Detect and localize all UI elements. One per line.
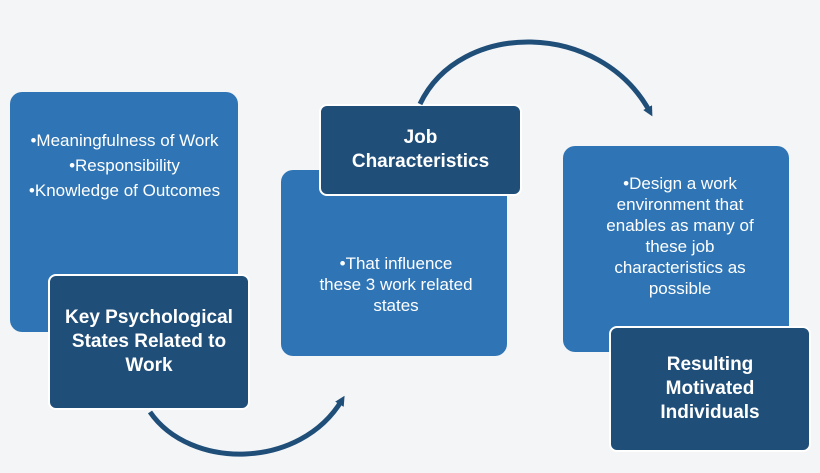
- left-bullet-3: •Knowledge of Outcomes: [28, 181, 221, 200]
- right-title: Resulting Motivated Individuals: [660, 354, 760, 423]
- middle-content-box: [281, 170, 507, 356]
- right-title-box: Resulting Motivated Individuals: [609, 326, 811, 452]
- arrow-middle-to-right: [417, 39, 653, 117]
- left-bullet-list: •Meaningfulness of Work •Responsibility …: [22, 130, 227, 205]
- left-title: Key Psychological States Related to Work: [65, 307, 233, 376]
- middle-title: Job Characteristics: [351, 127, 490, 172]
- right-bullet-list: •Design a work environment that enables …: [596, 173, 764, 303]
- left-bullet-2: •Responsibility: [69, 156, 180, 175]
- arrow-left-to-middle: [147, 395, 345, 457]
- left-title-box: Key Psychological States Related to Work: [48, 274, 250, 410]
- middle-bullet-list: •That influence these 3 work related sta…: [318, 253, 474, 320]
- right-content-box: [563, 146, 789, 352]
- middle-title-box: Job Characteristics: [319, 104, 522, 196]
- middle-bullet-1: •That influence these 3 work related sta…: [319, 254, 473, 315]
- left-bullet-1: •Meaningfulness of Work: [30, 131, 219, 150]
- right-bullet-1: •Design a work environment that enables …: [606, 174, 754, 298]
